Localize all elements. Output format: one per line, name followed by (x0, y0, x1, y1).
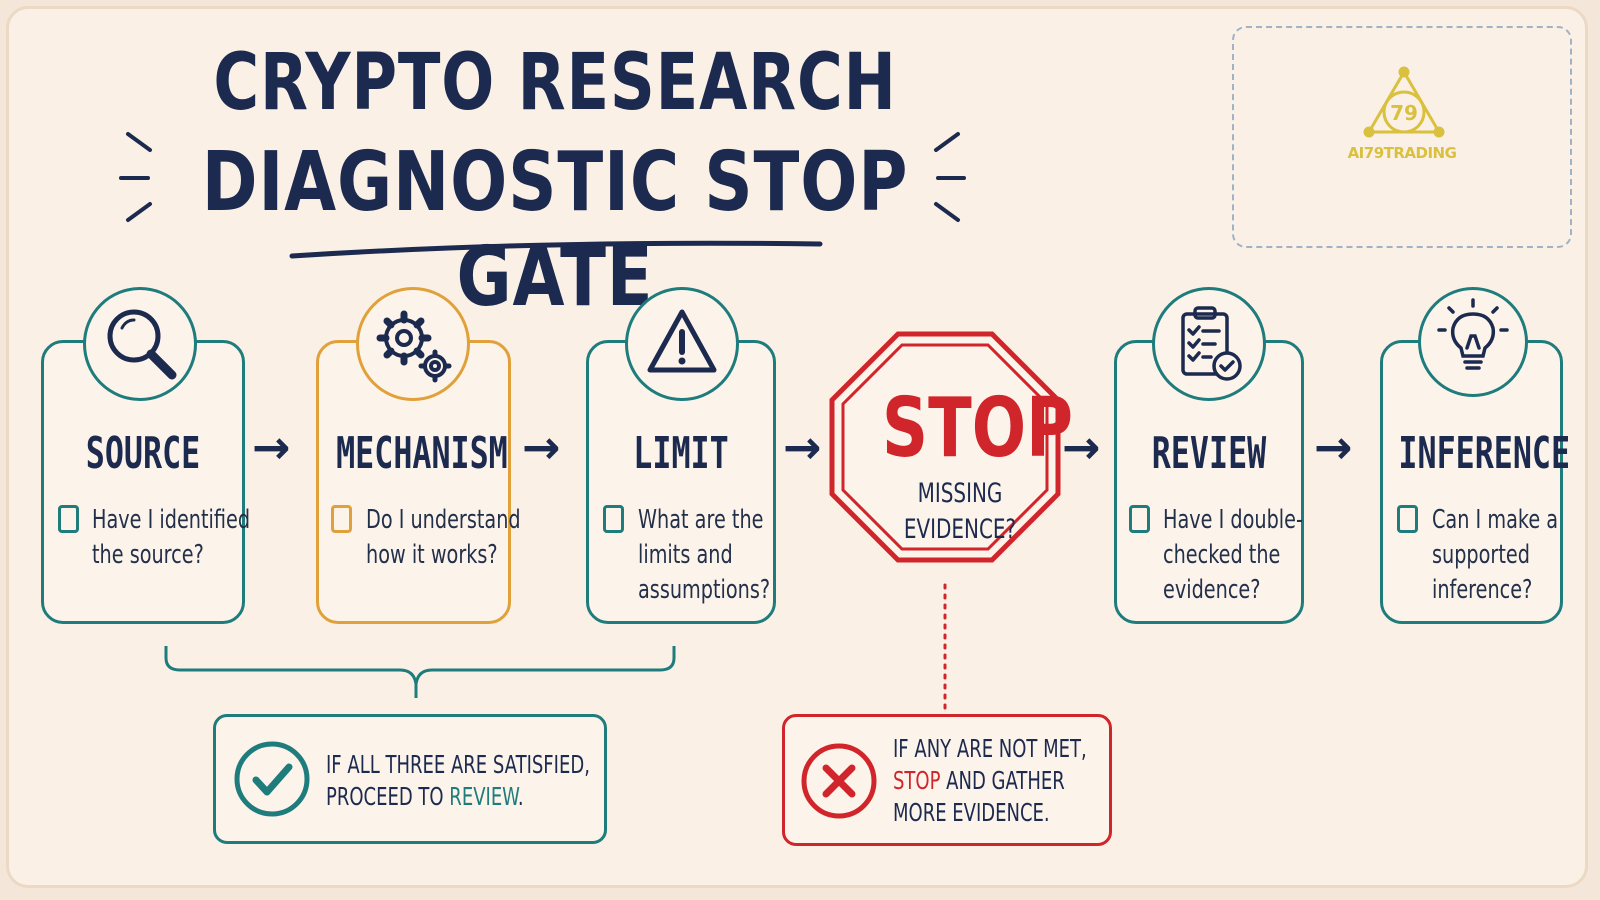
proceed-box: IF ALL THREE ARE SATISFIED, PROCEED TO R… (213, 714, 607, 844)
limit-icon-circle (625, 287, 739, 401)
question-line: the source? (92, 540, 204, 570)
arrow-right-icon: → (1062, 420, 1101, 474)
review-checkbox[interactable] (1129, 505, 1150, 533)
question-line: checked the (1163, 540, 1281, 570)
stop-subtext: MISSING EVIDENCE? (886, 476, 1034, 548)
question-line: Have I identified (92, 505, 251, 535)
source-checkbox[interactable] (58, 505, 79, 533)
title-underline (289, 240, 823, 259)
inference-icon-circle (1418, 287, 1528, 397)
stop-line-1: IF ANY ARE NOT MET, (893, 734, 1087, 763)
question-line: Can I make a (1432, 505, 1559, 535)
stop-octagon-icon (829, 331, 1061, 563)
stop-box: IF ANY ARE NOT MET, STOP AND GATHER MORE… (782, 714, 1112, 846)
warning-icon (647, 309, 717, 373)
source-icon-circle (83, 287, 197, 401)
arrow-right-icon: → (1314, 420, 1353, 474)
step-title-limit: LIMIT (633, 428, 729, 479)
logo-emblem-icon: 79 (1363, 66, 1445, 138)
question-line: supported (1432, 540, 1530, 570)
group-brace (164, 646, 676, 685)
proceed-highlight: REVIEW (449, 782, 518, 811)
lightbulb-icon (1437, 298, 1509, 370)
step-title-source: SOURCE (85, 428, 201, 479)
proceed-line-1: IF ALL THREE ARE SATISFIED, (326, 750, 590, 779)
question-line: assumptions? (638, 575, 771, 605)
limit-checkbox[interactable] (603, 505, 624, 533)
check-icon (234, 741, 310, 817)
proceed-suffix: . (517, 782, 524, 811)
magnifier-icon (107, 309, 177, 380)
arrow-right-icon: → (783, 420, 822, 474)
logo-emblem-text: 79 (1390, 101, 1418, 125)
proceed-text: IF ALL THREE ARE SATISFIED, PROCEED TO R… (326, 749, 590, 813)
stop-line-3: MORE EVIDENCE. (893, 798, 1050, 827)
limit-question: What are the limits and assumptions? (638, 503, 770, 608)
gears-icon (376, 310, 452, 383)
stop-highlight: STOP (893, 766, 941, 795)
mechanism-checkbox[interactable] (331, 505, 352, 533)
proceed-line-2: PROCEED TO REVIEW. (326, 781, 590, 813)
logo-text: AI79TRADING (1347, 144, 1457, 162)
step-title-mechanism: MECHANISM (336, 428, 508, 479)
question-line: evidence? (1163, 575, 1261, 605)
inference-checkbox[interactable] (1397, 505, 1418, 533)
logo-box: 79 AI79TRADING (1232, 26, 1572, 248)
question-line: What are the (638, 505, 764, 535)
review-question: Have I double- checked the evidence? (1163, 503, 1303, 608)
inference-question: Can I make a supported inference? (1432, 503, 1558, 608)
question-line: limits and (638, 540, 733, 570)
stop-subtext-line: EVIDENCE? (903, 514, 1017, 545)
review-icon-circle (1152, 287, 1266, 401)
title-line-1: CRYPTO RESEARCH (213, 38, 897, 128)
question-line: Do I understand (366, 505, 521, 535)
stop-subtext-line: MISSING (917, 478, 1003, 509)
question-line: how it works? (366, 540, 498, 570)
stop-line-2: STOP AND GATHER (893, 765, 1087, 797)
source-question: Have I identified the source? (92, 503, 250, 573)
question-line: inference? (1432, 575, 1533, 605)
step-title-review: REVIEW (1151, 428, 1267, 479)
step-title-inference: INFERENCE (1398, 428, 1571, 479)
arrow-right-icon: → (522, 420, 561, 474)
question-line: Have I double- (1163, 505, 1303, 535)
arrow-right-icon: → (252, 420, 291, 474)
mechanism-question: Do I understand how it works? (366, 503, 521, 573)
x-icon (801, 743, 877, 819)
stop-suffix: AND GATHER (940, 766, 1065, 795)
clipboard-check-icon (1181, 306, 1242, 381)
proceed-prefix: PROCEED TO (326, 782, 450, 811)
title-rays (119, 132, 966, 222)
stop-text: IF ANY ARE NOT MET, STOP AND GATHER MORE… (893, 733, 1087, 829)
mechanism-icon-circle (356, 287, 470, 401)
stop-word: STOP (882, 381, 1073, 476)
